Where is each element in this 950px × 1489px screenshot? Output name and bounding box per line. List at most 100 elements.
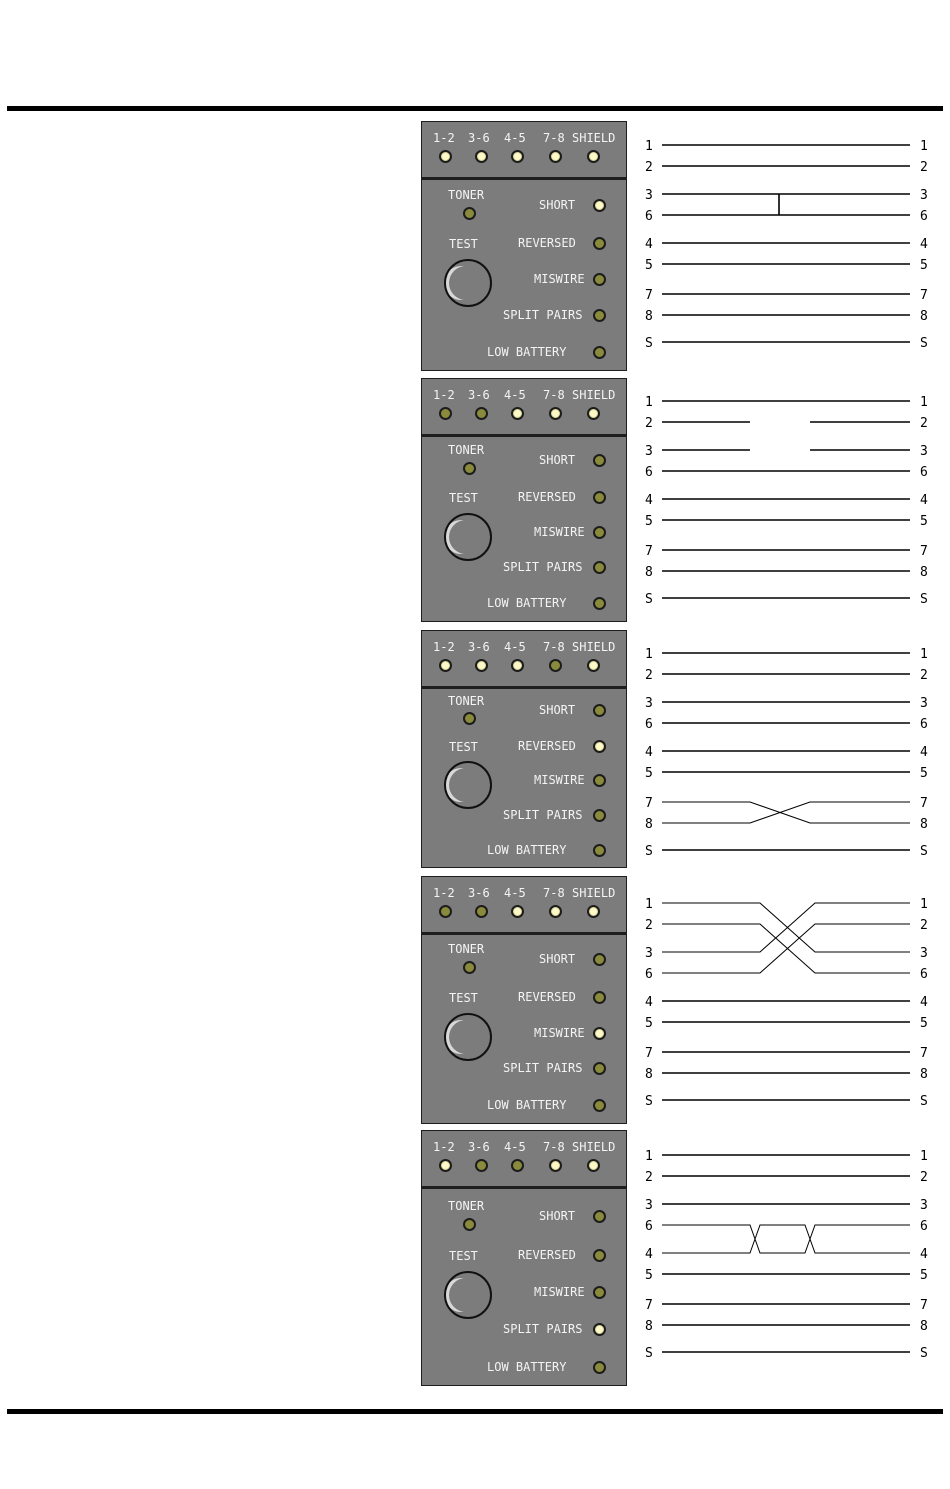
toner-label: TONER	[448, 443, 485, 458]
pin-label-right: 5	[920, 1268, 928, 1283]
channel-label: 3-6	[468, 388, 490, 402]
channel-label: 3-6	[468, 1140, 490, 1154]
pin-label-right: 5	[920, 766, 928, 781]
wire-cross	[662, 902, 910, 953]
status-led-miswire	[593, 1285, 606, 1299]
pin-label-right: 7	[920, 544, 928, 559]
pin-label-right: 7	[920, 796, 928, 811]
pin-label-right: 2	[920, 160, 928, 175]
pin-label-right: 1	[920, 648, 928, 662]
pin-label-left: 7	[645, 796, 653, 811]
status-led-reversed	[593, 740, 606, 754]
pin-label-left: 8	[645, 565, 653, 580]
pin-label-left: 2	[645, 160, 653, 175]
pin-label-left: S	[645, 1094, 653, 1109]
pin-label-right: 8	[920, 565, 928, 580]
pin-label-left: S	[645, 592, 653, 607]
pin-label-right: 6	[920, 1219, 928, 1234]
pin-label-left: 1	[645, 396, 653, 410]
pin-label-right: 3	[920, 188, 928, 203]
wire-cross	[662, 801, 910, 824]
pin-label-right: 8	[920, 817, 928, 832]
status-led-short	[593, 199, 606, 212]
channel-led	[475, 407, 488, 420]
test-label: TEST	[449, 991, 478, 1006]
channel-label: 4-5	[504, 388, 526, 402]
pin-label-left: 1	[645, 1150, 653, 1164]
status-label-split: SPLIT PAIRS	[503, 1061, 583, 1076]
channel-led	[587, 905, 600, 918]
status-label-split: SPLIT PAIRS	[503, 560, 583, 575]
toner-label: TONER	[448, 942, 485, 957]
pin-label-left: 8	[645, 1319, 653, 1334]
test-knob[interactable]	[444, 512, 492, 561]
status-label-battery: LOW BATTERY	[487, 1098, 567, 1113]
pin-label-right: 8	[920, 309, 928, 324]
channel-label: 1-2	[433, 388, 455, 402]
test-knob[interactable]	[444, 1271, 492, 1320]
channel-led	[549, 659, 562, 672]
pin-label-left: 4	[645, 237, 653, 252]
channel-label: 4-5	[504, 886, 526, 900]
pin-label-right: 4	[920, 493, 928, 508]
channel-led	[587, 1159, 600, 1172]
status-led-short	[593, 953, 606, 967]
pin-label-left: 5	[645, 258, 653, 273]
pin-label-right: 2	[920, 1170, 928, 1185]
channel-label: 3-6	[468, 886, 490, 900]
status-label-miswire: MISWIRE	[534, 525, 585, 540]
pin-label-left: 2	[645, 668, 653, 683]
wire-cross	[662, 923, 910, 974]
pin-label-right: 2	[920, 668, 928, 683]
pin-label-left: 6	[645, 1219, 653, 1234]
toner-label: TONER	[448, 188, 485, 202]
pin-label-right: 4	[920, 995, 928, 1010]
channel-label: SHIELD	[572, 886, 616, 900]
pin-label-left: 3	[645, 946, 653, 961]
status-led-battery	[593, 843, 606, 857]
channel-led	[511, 905, 524, 918]
channel-led	[439, 150, 452, 163]
wire-cross	[662, 1224, 910, 1254]
status-led-split	[593, 309, 606, 322]
test-knob[interactable]	[444, 1012, 492, 1061]
test-knob[interactable]	[444, 259, 492, 307]
pin-label-right: 6	[920, 967, 928, 982]
wire-cross	[662, 923, 910, 974]
channel-led	[439, 407, 452, 420]
status-led-short	[593, 1209, 606, 1223]
pin-label-left: 3	[645, 444, 653, 459]
status-label-short: SHORT	[539, 198, 576, 212]
pin-label-left: 5	[645, 766, 653, 781]
status-label-miswire: MISWIRE	[534, 272, 585, 286]
channel-label: SHIELD	[572, 388, 616, 402]
channel-led	[475, 1159, 488, 1172]
knob-highlight	[449, 1278, 483, 1312]
status-led-split	[593, 808, 606, 822]
pin-label-left: 3	[645, 1198, 653, 1213]
pin-label-left: S	[645, 336, 653, 351]
status-led-split	[593, 561, 606, 575]
pin-label-left: 5	[645, 1016, 653, 1031]
pin-label-left: 2	[645, 416, 653, 431]
pin-label-right: 3	[920, 696, 928, 711]
status-label-short: SHORT	[539, 453, 576, 467]
channel-led	[439, 905, 452, 918]
status-led-reversed	[593, 1248, 606, 1262]
status-label-battery: LOW BATTERY	[487, 345, 567, 359]
pin-label-right: 7	[920, 1046, 928, 1061]
channel-led	[475, 905, 488, 918]
wire-cross	[662, 902, 910, 953]
pin-label-left: 7	[645, 1046, 653, 1061]
pin-label-right: 2	[920, 918, 928, 933]
pin-label-right: 6	[920, 209, 928, 224]
pin-label-right: 5	[920, 1016, 928, 1031]
test-knob[interactable]	[444, 761, 492, 810]
status-led-short	[593, 454, 606, 467]
pin-label-right: 5	[920, 514, 928, 529]
